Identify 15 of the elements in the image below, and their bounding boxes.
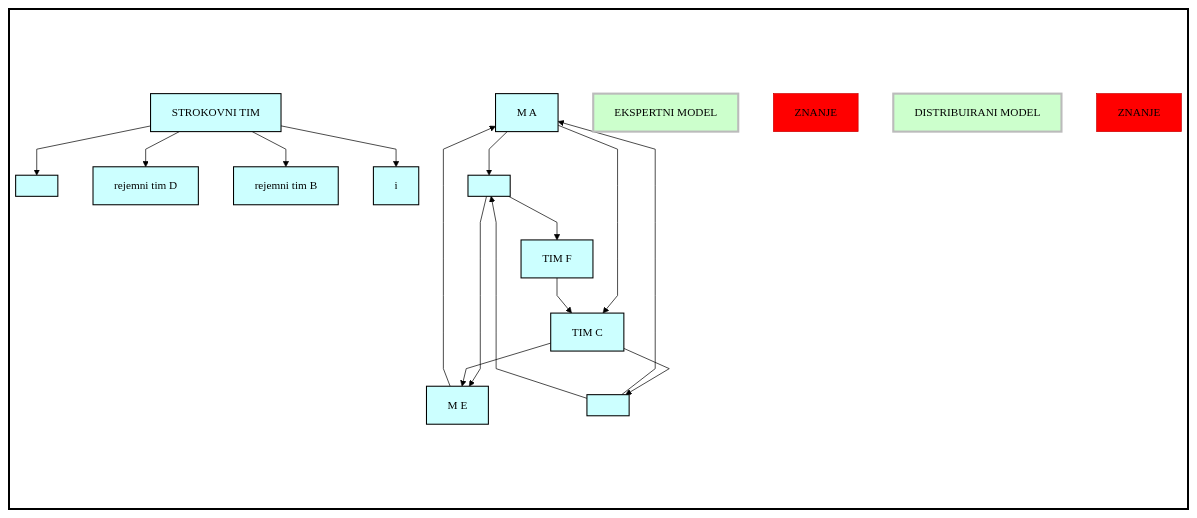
node-box: EKSPERTNI MODEL [592, 92, 740, 133]
node-box: M A [495, 93, 559, 133]
node-box: M E [425, 385, 489, 425]
node-box: rejemni tim B [233, 166, 339, 206]
node-box [15, 174, 59, 197]
node-box: rejemni tim D [92, 166, 199, 206]
node-box: DISTRIBUIRANI MODEL [892, 92, 1063, 133]
node-box: i [372, 166, 420, 206]
node-box: ZNANJE [773, 93, 859, 133]
node-box [467, 174, 511, 197]
node-box: TIM C [550, 312, 625, 352]
node-box: STROKOVNI TIM [150, 93, 282, 133]
node-box: TIM F [520, 239, 594, 279]
node-box: ZNANJE [1096, 93, 1182, 133]
node-box [586, 394, 630, 417]
